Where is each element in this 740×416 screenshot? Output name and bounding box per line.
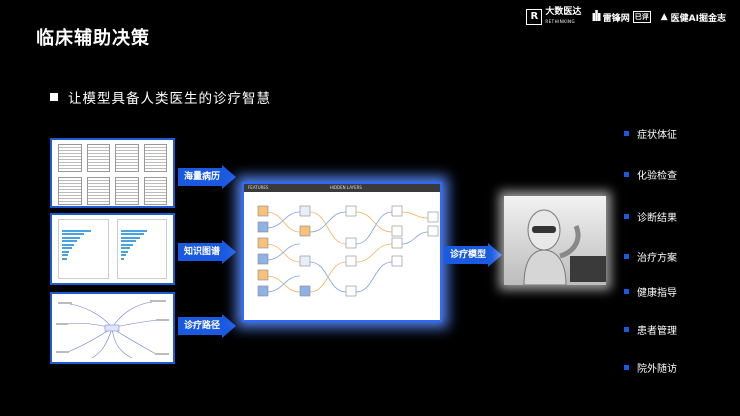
main-point-text: 让模型具备人类医生的诊疗智慧: [68, 91, 271, 107]
brand1-sub: RETHINKING: [545, 19, 576, 24]
records-panel: [50, 138, 175, 208]
output-item-label: 治疗方案: [637, 253, 677, 264]
nn-hidden-label: HIDDEN LAYERS: [329, 185, 362, 190]
nn-header: FEATURES HIDDEN LAYERS: [244, 184, 440, 192]
robot-doctor-image: [504, 196, 606, 285]
output-item-label: 院外随访: [637, 364, 677, 375]
record-page: [143, 177, 167, 205]
square-bullet-icon: [624, 254, 629, 259]
arrow-model-label: 诊疗模型: [449, 250, 486, 260]
square-bullet-icon: [50, 93, 58, 101]
nn-features-label: FEATURES: [248, 185, 269, 190]
square-bullet-icon: [624, 214, 629, 219]
record-page: [58, 144, 82, 172]
arrow-pathway: 诊疗路径: [178, 314, 236, 338]
output-item-label: 患者管理: [637, 326, 677, 337]
page-title: 临床辅助决策: [36, 28, 150, 49]
arrow-model: 诊疗模型: [444, 243, 502, 267]
record-page: [86, 177, 110, 205]
square-bullet-icon: [624, 172, 629, 177]
output-item: 化验检查: [624, 167, 677, 182]
output-item: 院外随访: [624, 360, 677, 375]
output-item: 症状体征: [624, 126, 677, 141]
leiphone-logo: ılı 雷锋网 已评: [591, 9, 651, 25]
output-item-label: 症状体征: [637, 130, 677, 141]
record-page: [58, 177, 82, 205]
neural-network-panel: FEATURES HIDDEN LAYERS: [242, 182, 442, 322]
square-bullet-icon: [624, 131, 629, 136]
neural-network-icon: [257, 205, 439, 297]
record-page: [115, 144, 139, 172]
output-item: 诊断结果: [624, 209, 677, 224]
brand1-name: 大数医达: [545, 7, 582, 17]
leiphone-mark-icon: ılı: [591, 9, 602, 25]
brand2-name: 雷锋网: [602, 13, 630, 24]
record-page: [143, 144, 167, 172]
kg-chart: [58, 219, 109, 279]
knowledge-graph-panel: [50, 213, 175, 285]
square-bullet-icon: [624, 289, 629, 294]
brand3-name: 医健AI掘金志: [670, 13, 726, 24]
output-item: 治疗方案: [624, 249, 677, 264]
output-item-label: 健康指导: [637, 288, 677, 299]
clinical-pathway-panel: [50, 292, 175, 364]
record-page: [86, 144, 110, 172]
brand2-tag: 已评: [632, 11, 651, 23]
main-point: 让模型具备人类医生的诊疗智慧: [50, 87, 271, 107]
output-item-label: 诊断结果: [637, 213, 677, 224]
arrow-records: 海量病历: [178, 165, 236, 189]
record-page: [115, 177, 139, 205]
arrow-knowledge-graph-label: 知识图谱: [183, 247, 220, 257]
square-bullet-icon: [624, 327, 629, 332]
aihealth-mark-icon: ▲: [660, 12, 668, 22]
output-item: 健康指导: [624, 284, 677, 299]
arrow-knowledge-graph: 知识图谱: [178, 240, 236, 264]
aihealth-logo: ▲ 医健AI掘金志: [661, 11, 726, 24]
robot-icon: [523, 209, 606, 285]
rethinking-logo: R 大数医达 RETHINKING: [526, 8, 581, 26]
logo-bar: R 大数医达 RETHINKING ılı 雷锋网 已评 ▲ 医健AI掘金志: [526, 8, 726, 26]
kg-chart: [116, 219, 167, 279]
rethinking-mark-icon: R: [526, 9, 543, 25]
output-item: 患者管理: [624, 322, 677, 337]
square-bullet-icon: [624, 365, 629, 370]
mind-map-icon: [56, 300, 169, 359]
arrow-pathway-label: 诊疗路径: [183, 321, 220, 331]
output-item-label: 化验检查: [637, 171, 677, 182]
arrow-records-label: 海量病历: [183, 172, 220, 182]
